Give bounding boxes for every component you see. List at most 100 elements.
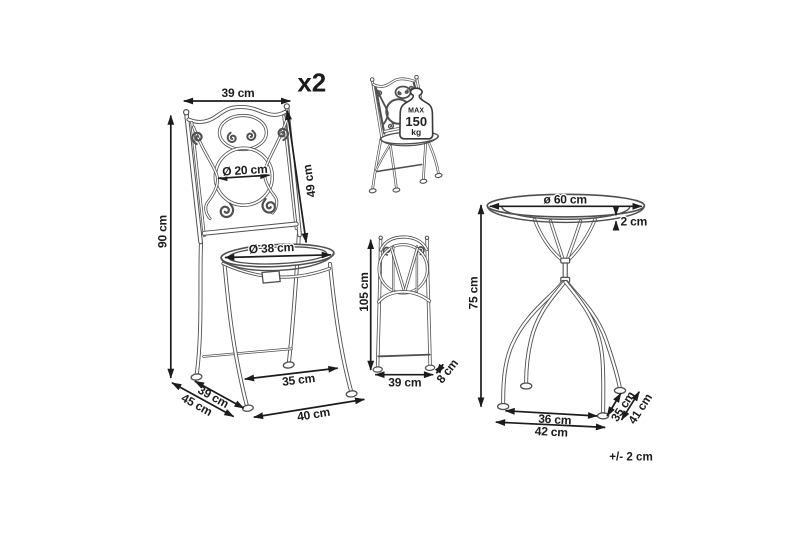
table-back-right-leg [564,280,622,390]
folded-left-rail-core [376,237,382,368]
dim-label-table-height: 75 cm [467,276,481,309]
chair-front-left-foot [241,404,254,412]
load-chair-front-right-leg-core [427,140,439,175]
chair-left-scrollwork-core [192,126,219,220]
table-top-underside [501,205,631,220]
table-top-rim [486,204,646,224]
dim-line-table-base-width-outer [495,419,606,431]
folded-seat-arch-core [377,290,431,303]
dim-label-table-thickness: 2 cm [621,214,648,228]
dim-label-chair-circle-diameter: Ø 20 cm [222,162,268,179]
folded-right-rail-core [426,237,431,367]
table-front-right-leg-core [564,280,605,415]
chair-front-right-leg-core [328,262,353,393]
quantity-label: x2 [297,68,326,98]
load-chair-left-border [374,86,386,135]
dim-label-folded-depth: 8 cm [434,356,461,386]
dim-line-table-base-depth-inner [606,392,622,417]
folded-leg-v-right-core [404,247,418,292]
folded-left-cap [378,235,383,241]
chair-upper-scroll-right [246,129,257,141]
folded-crossbar [377,353,431,358]
chair-crest-rail-core [187,105,287,123]
dimension-annotations: 39 cm 90 cm 49 cm Ø 20 cm Ø 38 cm 35 cm … [156,68,655,464]
load-chair-foot-1 [368,188,377,194]
load-chair-rear-left-leg-core [372,136,382,190]
dim-line-table-base-width-inner [504,407,598,419]
chair-leg-stretcher-core [202,348,293,358]
table-upper-leg-outer-left-core [533,218,563,261]
load-chair-seat-rim [380,135,439,147]
load-chair-stretcher [376,163,423,173]
table-back-right-leg-core [565,280,621,390]
dim-line-chair-seat-diameter [224,251,332,261]
dim-line-chair-backrest-height [285,109,309,244]
chair-left-post-finial [182,108,190,116]
dim-line-folded-depth [434,363,445,374]
max-load-unit: kg [411,127,421,137]
load-chair-foot-4 [434,172,443,179]
load-chair-left-post-core [371,79,383,138]
chair-bottom-left-scroll [219,202,235,219]
table-front-left-foot [496,402,510,411]
chair-bottom-right-scroll [261,197,277,214]
table-front-left-leg-core [502,280,565,406]
dim-label-chair-height: 90 cm [156,215,170,248]
folded-right-cap [424,235,430,241]
dim-line-chair-circle-diameter [217,172,271,182]
chair-front-drawing [182,103,358,412]
table-upper-leg-inner-left-core [549,220,564,261]
load-chair-left-finial [369,77,375,82]
table-back-left-foot [519,382,533,390]
chair-front-right-leg [328,262,354,394]
chair-rear-left-foot [190,373,203,381]
load-chair-foot-2 [392,187,401,193]
chair-right-post-finial [283,103,290,110]
folded-leg-v-left-core [391,248,405,292]
chair-rear-left-leg-core [195,241,203,376]
table-waist-collar-top [560,257,571,264]
dim-label-chair-backrest-height: 49 cm [300,164,319,199]
dim-line-chair-front-width [244,365,339,382]
chair-rear-right-foot [282,361,295,369]
max-load-weight-icon [399,87,434,140]
load-chair-front-left-leg-core [389,141,397,189]
dim-label-chair-width-top: 39 cm [221,86,254,100]
table-upper-leg-inner-right-core [566,220,582,261]
chair-upper-scroll-left [226,131,237,143]
dim-label-chair-seat-diameter: Ø 38 cm [248,240,294,256]
dim-line-chair-base-width [253,397,366,420]
dim-label-folded-width: 39 cm [388,375,421,389]
load-chair-foot-3 [419,178,428,184]
dim-label-chair-front-width: 35 cm [281,371,315,389]
folded-crest-core [380,236,428,251]
chair-front-right-foot [345,390,358,398]
folded-left-foot [372,366,383,373]
dim-label-folded-height: 105 cm [357,272,371,312]
load-chair-crest-core [372,78,416,88]
load-chair-left-s [376,89,389,125]
dim-line-table-base-depth-outer [620,391,641,421]
load-chair-upper-scroll-right [404,89,409,94]
load-chair-right-finial [414,74,419,80]
chair-upper-ring-core [218,114,268,151]
max-load-label: MAX [408,108,424,115]
load-chair-upper-scroll-left [397,90,402,96]
chair-folded-drawing [372,235,436,373]
dim-line-chair-depth-total [171,382,235,418]
chair-right-scrollwork-core [263,119,288,214]
max-load-value: 150 [405,114,427,129]
load-chair-brace-core [375,142,392,171]
chair-front-left-leg [222,257,249,408]
chair-seat-hinge [261,270,281,284]
chair-backrest-circle-core [214,147,274,207]
dim-label-table-base-width-outer: 42 cm [534,424,568,440]
dim-label-chair-base-width: 40 cm [296,405,331,424]
chair-backrest-left-post-core [185,112,202,244]
dim-label-table-top-diameter: ø 60 cm [544,193,587,207]
table-back-left-leg-core [525,280,566,386]
folded-circle-core [378,243,429,294]
folded-right-foot [424,364,436,372]
